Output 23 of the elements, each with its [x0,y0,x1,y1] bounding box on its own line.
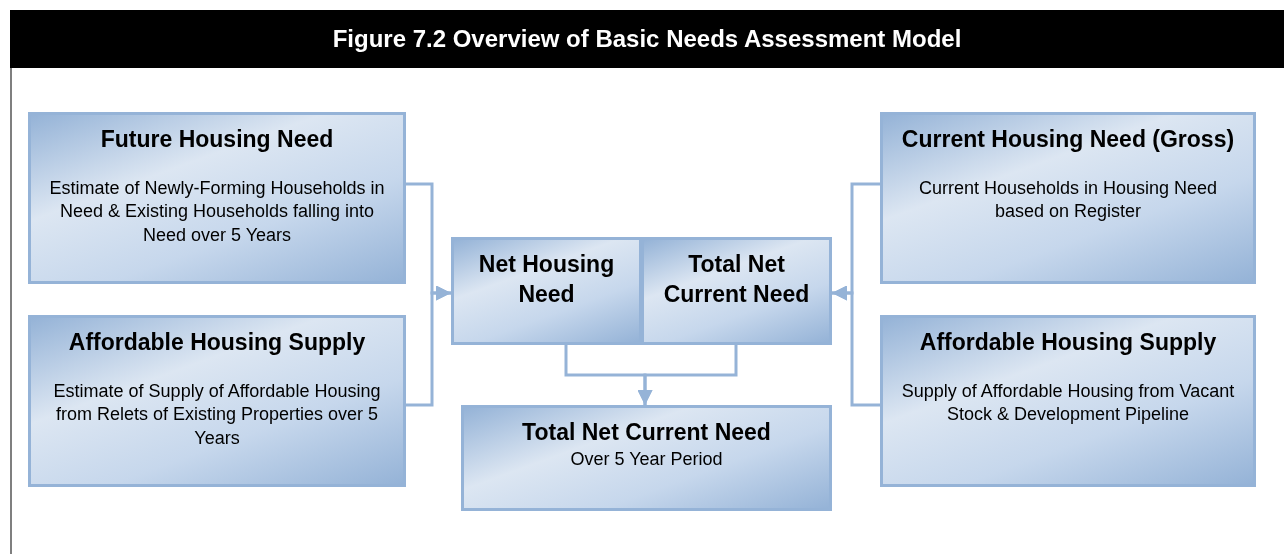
box-description: Estimate of Supply of Affordable Housing from Relets of Existing Properties over 5 Years [52,379,382,450]
box-heading: Future Housing Need [99,125,335,154]
process-box [28,112,406,284]
box-heading: Total Net Current Need [662,250,811,309]
process-box [461,405,832,511]
process-box [641,237,832,345]
box-description: Supply of Affordable Housing from Vacant Stock & Development Pipeline [900,379,1236,427]
arrow [637,345,738,405]
box-heading: Total Net Current Need [521,418,772,447]
title-bar: Figure 7.2 Overview of Basic Needs Assessment Model [10,10,1284,68]
box-heading: Affordable Housing Supply [918,328,1218,357]
box-heading: Affordable Housing Supply [67,328,367,357]
box-description: Current Households in Housing Need based on Register [917,176,1219,224]
process-box [451,237,642,345]
box-heading: Current Housing Need (Gross) [900,125,1236,154]
box-heading: Net Housing Need [477,250,616,309]
arrow [832,285,880,407]
box-description: Estimate of Newly-Forming Households in Need & Existing Households falling into Need over 5 Years [48,176,386,247]
process-box [28,315,406,487]
process-box [880,315,1256,487]
arrow [406,285,451,407]
process-box [880,112,1256,284]
box-description: Over 5 Year Period [569,447,724,471]
